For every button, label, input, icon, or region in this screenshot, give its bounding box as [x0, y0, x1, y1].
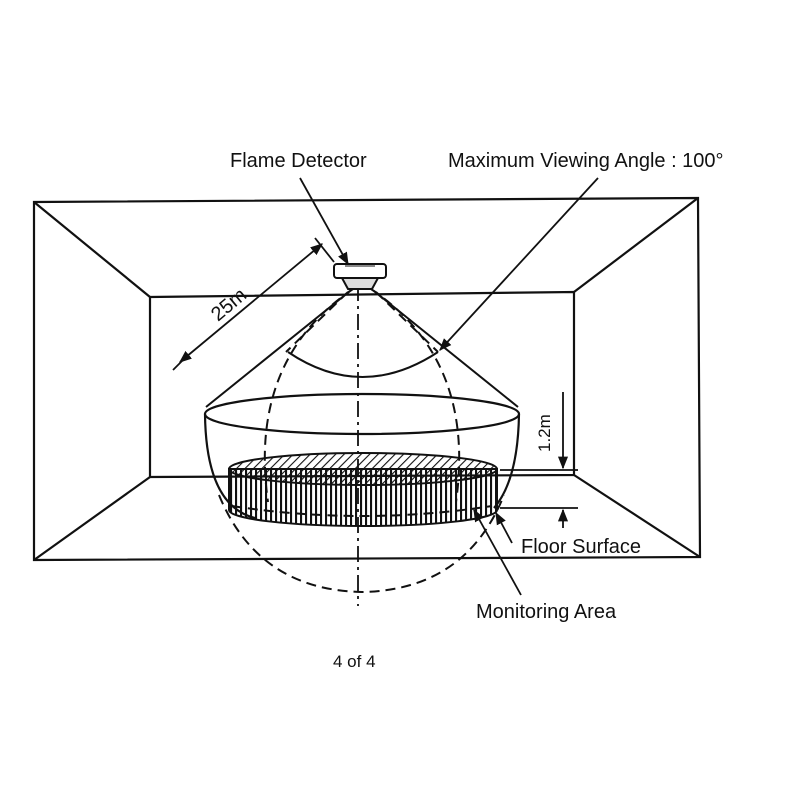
- floor-surface-label: Floor Surface: [521, 536, 641, 558]
- room-corner-line: [33, 476, 151, 561]
- height-label: 1.2m: [535, 414, 554, 452]
- room-corner-line: [33, 201, 151, 298]
- leader-lines: [299, 177, 599, 596]
- monitoring-area-shape: [228, 452, 498, 527]
- floor-surface-leader: [495, 511, 513, 544]
- height-dimension: [500, 392, 578, 528]
- dashed-volume: [218, 288, 505, 594]
- monitoring-area-leader: [473, 508, 522, 596]
- dome-rim: [203, 392, 521, 436]
- room-outline: [32, 196, 702, 562]
- room-corner-line: [573, 197, 699, 293]
- page-number: 4 of 4: [333, 652, 376, 671]
- distance-dimension: [172, 237, 335, 371]
- room-back-wall: [148, 290, 576, 479]
- dome-bowl: [203, 413, 256, 520]
- cone-lines: [205, 290, 519, 408]
- flame-detector-device: [333, 263, 387, 290]
- room-corner-line: [573, 474, 701, 558]
- monitoring-area-top: [228, 452, 498, 486]
- max-viewing-angle-label: Maximum Viewing Angle : 100°: [448, 150, 724, 172]
- monitoring-area-label: Monitoring Area: [476, 601, 617, 623]
- flame-detector-leader: [299, 177, 349, 266]
- viewing-angle-leader: [439, 177, 599, 351]
- viewing-angle-arc: [287, 351, 439, 378]
- flame-detector-label: Flame Detector: [230, 150, 367, 172]
- distance-label: 25m: [207, 284, 251, 326]
